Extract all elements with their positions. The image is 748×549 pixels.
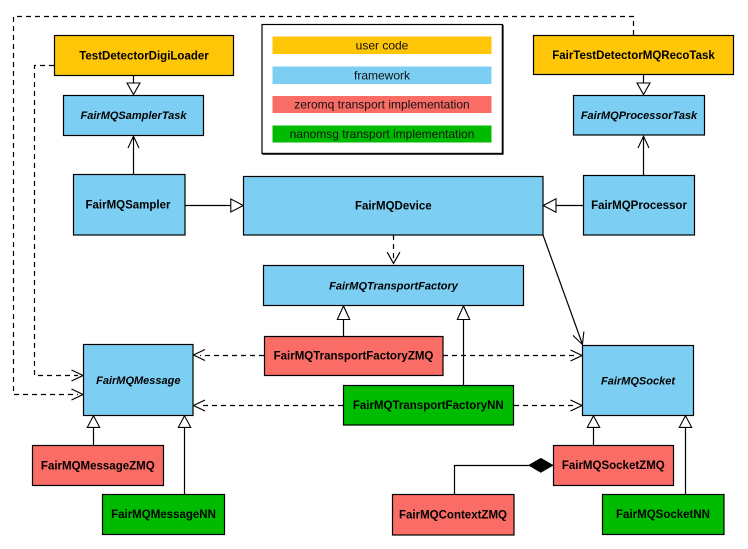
svg-text:FairMQTransportFactoryNN: FairMQTransportFactoryNN xyxy=(353,400,504,412)
svg-text:FairMQProcessor: FairMQProcessor xyxy=(591,200,687,212)
svg-text:FairMQMessageZMQ: FairMQMessageZMQ xyxy=(41,461,155,473)
svg-text:FairMQMessage: FairMQMessage xyxy=(96,375,180,387)
svg-text:zeromq transport implementatio: zeromq transport implementation xyxy=(294,98,469,112)
svg-text:FairMQSocketNN: FairMQSocketNN xyxy=(616,509,710,521)
svg-text:nanomsg transport implementati: nanomsg transport implementation xyxy=(290,127,475,141)
svg-text:TestDetectorDigiLoader: TestDetectorDigiLoader xyxy=(79,51,209,63)
svg-text:FairMQDevice: FairMQDevice xyxy=(355,201,432,213)
svg-text:FairTestDetectorMQRecoTask: FairTestDetectorMQRecoTask xyxy=(552,50,715,62)
svg-text:FairMQMessageNN: FairMQMessageNN xyxy=(111,509,216,521)
svg-text:user code: user code xyxy=(356,39,409,53)
svg-text:FairMQTransportFactoryZMQ: FairMQTransportFactoryZMQ xyxy=(274,351,434,363)
svg-text:FairMQSampler: FairMQSampler xyxy=(86,200,172,212)
svg-text:FairMQTransportFactory: FairMQTransportFactory xyxy=(329,281,459,293)
svg-text:FairMQSocket: FairMQSocket xyxy=(601,376,676,388)
svg-text:FairMQSocketZMQ: FairMQSocketZMQ xyxy=(562,460,665,472)
svg-text:FairMQContextZMQ: FairMQContextZMQ xyxy=(399,510,507,522)
svg-text:FairMQSamplerTask: FairMQSamplerTask xyxy=(81,110,188,122)
svg-text:framework: framework xyxy=(354,69,411,83)
svg-text:FairMQProcessorTask: FairMQProcessorTask xyxy=(581,110,698,122)
